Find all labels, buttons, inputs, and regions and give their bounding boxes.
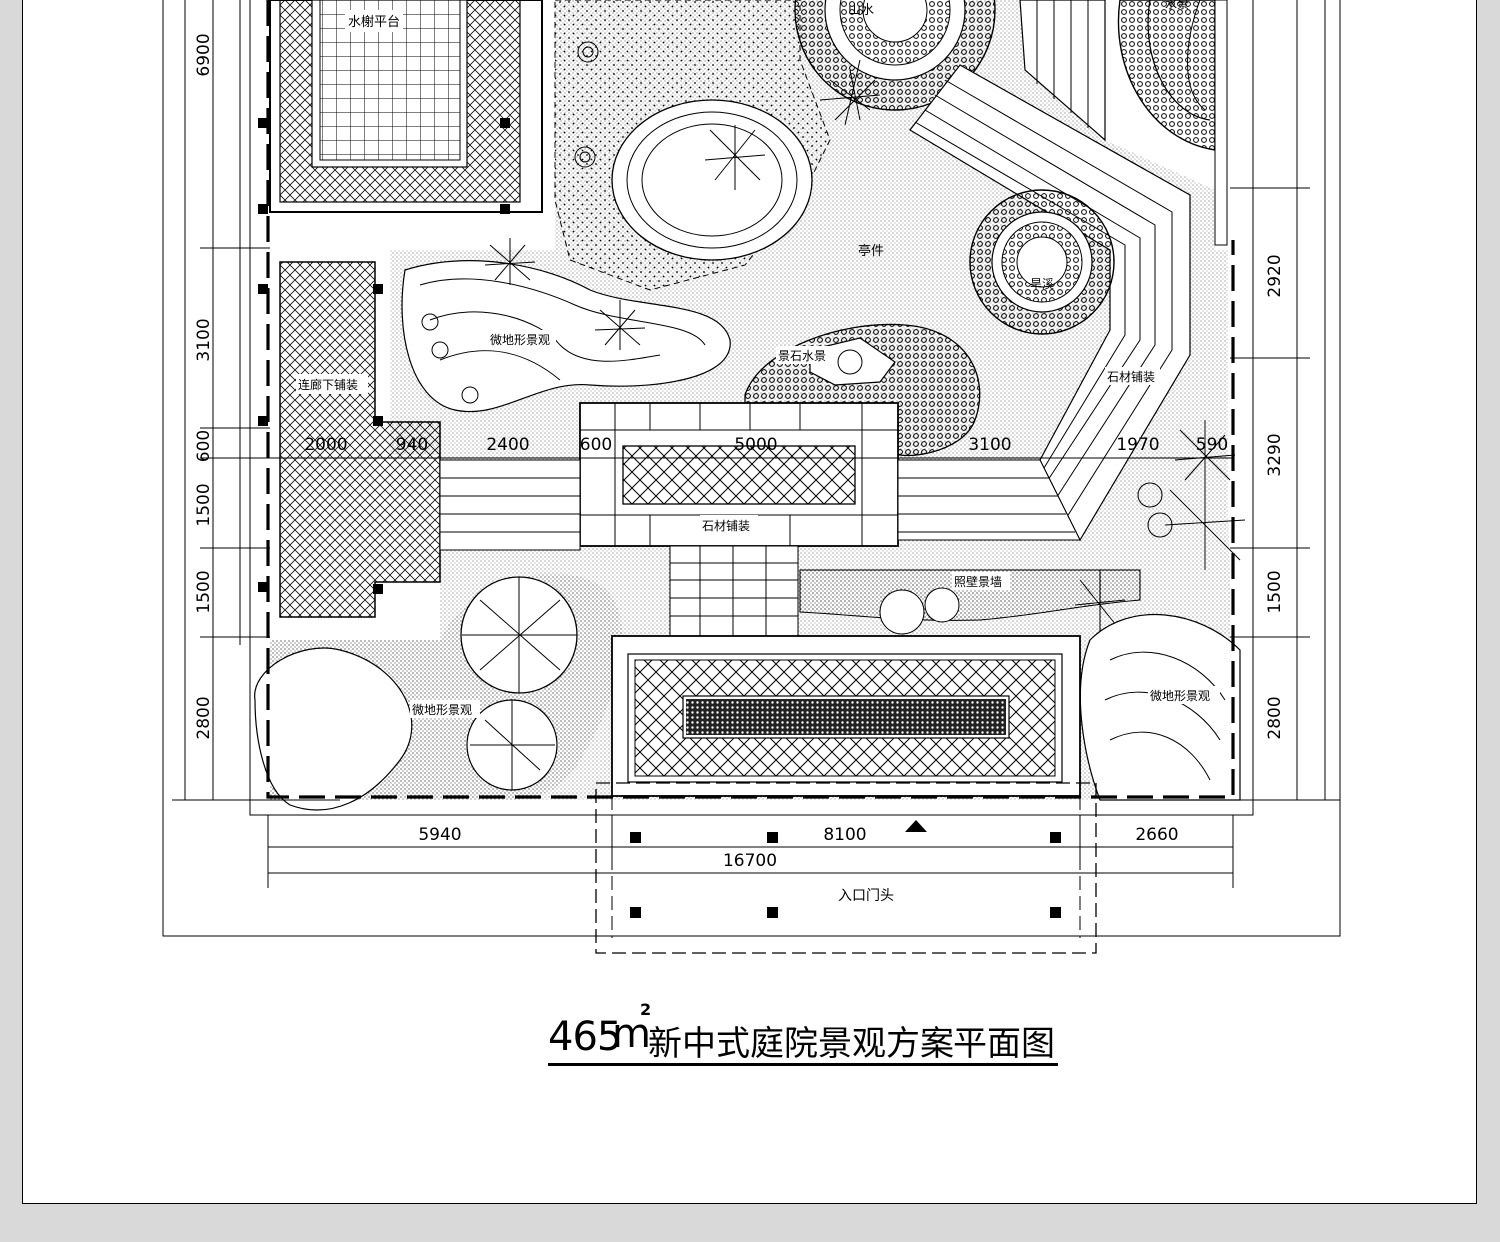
corridor-paving: 连廊下铺装: [279, 261, 441, 618]
label-top-2: 水景: [1165, 0, 1189, 11]
top-circle-feature: 山水: [794, 0, 996, 111]
label-water-platform: 水榭平台: [348, 14, 400, 30]
terrain-top: 微地形景观: [401, 260, 731, 413]
terrain-left: 微地形景观: [254, 573, 622, 811]
title-underline: [548, 1063, 1058, 1066]
dim-left-2: 3100: [194, 318, 214, 361]
terrain-right: 微地形景观: [1079, 613, 1241, 801]
dim-mid-7: 1970: [1116, 435, 1159, 455]
dim-left-1: 6900: [194, 33, 214, 76]
dim-bottom-3: 2660: [1135, 825, 1178, 845]
dim-mid-3: 2400: [486, 435, 529, 455]
dim-right-3: 1500: [1265, 570, 1285, 613]
label-lamp-view: 照壁景墙: [954, 574, 1002, 589]
dim-right-4: 2800: [1265, 696, 1285, 739]
lamp-view-wall: 照壁景墙: [799, 569, 1141, 635]
title-area: 465: [548, 1014, 622, 1060]
dim-right-1: 2920: [1265, 254, 1285, 297]
dim-bottom-2: 8100: [823, 825, 866, 845]
label-terrain-left: 微地形景观: [412, 703, 472, 717]
title-sup: 2: [640, 1000, 652, 1019]
dimension-lines: [172, 0, 1340, 888]
dim-right-2: 3290: [1265, 433, 1285, 476]
label-terrain-top: 微地形景观: [490, 333, 550, 347]
deck-stripes: 石材铺装: [909, 0, 1191, 542]
label-stone-paving-center: 石材铺装: [702, 519, 750, 533]
dim-bottom-1: 5940: [418, 825, 461, 845]
dim-left-4: 1500: [194, 483, 214, 526]
dim-mid-6: 3100: [968, 435, 1011, 455]
drawing-title: 465 m 2 新中式庭院景观方案 平面图: [548, 1000, 1058, 1068]
pavilion-circle: 旱溪: [969, 189, 1115, 335]
bottom-planter: [611, 635, 1081, 797]
dim-mid-1: 2000: [304, 435, 347, 455]
outer-frame: [162, 0, 1341, 937]
label-stone-paving-right: 石材铺装: [1107, 370, 1155, 384]
central-stone-paving: 石材铺装: [579, 402, 899, 547]
dim-left-6: 2800: [194, 696, 214, 739]
dim-mid-5: 5000: [734, 435, 777, 455]
dim-mid-8: 590: [1196, 435, 1228, 455]
plant-clusters: [421, 59, 1246, 640]
water-platform: 水榭平台: [269, 0, 543, 213]
label-entrance-gate: 入口门头: [838, 888, 894, 904]
title-sub: 平面图: [953, 1024, 1055, 1064]
label-corridor-paving: 连廊下铺装: [298, 377, 358, 392]
site-boundary: [266, 0, 1235, 799]
title-unit: m: [612, 1011, 651, 1057]
dim-mid-2: 940: [396, 435, 428, 455]
title-main: 新中式庭院景观方案: [648, 1024, 954, 1064]
label-scenic-stone: 景石水景: [778, 349, 826, 363]
label-terrain-right: 微地形景观: [1150, 689, 1210, 703]
label-hidden-right: 旱溪: [1030, 277, 1054, 291]
dim-left-5: 1500: [194, 570, 214, 613]
dim-mid-4: 600: [580, 435, 612, 455]
entrance-gate: 入口门头: [595, 782, 1097, 954]
site-plan-drawing: 水榭平台 连廊下铺装 山水 水景: [162, 0, 1341, 954]
dim-left-3: 600: [194, 430, 214, 462]
label-pavilion: 亭件: [858, 243, 884, 259]
label-top-1: 山水: [848, 3, 874, 18]
dim-bottom-total: 16700: [723, 851, 777, 871]
